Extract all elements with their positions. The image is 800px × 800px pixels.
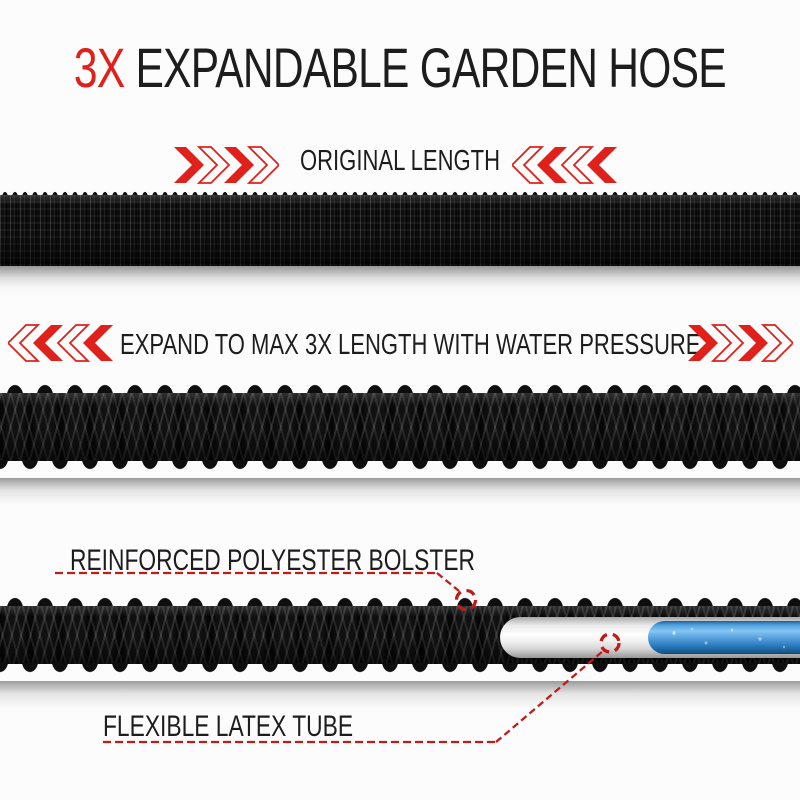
page-title: 3X EXPANDABLE GARDEN HOSE	[0, 40, 800, 96]
expanded-hose-bottom-edge	[0, 460, 800, 479]
bolster-callout-label: REINFORCED POLYESTER BOLSTER	[70, 544, 475, 577]
original-length-label: ORIGINAL LENGTH	[300, 145, 501, 177]
compressed-hose-shadow	[0, 266, 800, 298]
chevron-left-icon	[8, 324, 115, 362]
inner-blue-tube	[648, 621, 800, 654]
expanded-hose-top-edge	[0, 375, 800, 394]
compressed-hose-image	[0, 195, 800, 266]
cutaway-hose-top-edge	[0, 588, 800, 607]
expanded-hose-shadow	[0, 478, 800, 505]
chevron-left-icon	[512, 146, 619, 184]
page-title-text: 3X EXPANDABLE GARDEN HOSE	[74, 40, 727, 96]
compressed-hose-top-edge	[0, 185, 800, 196]
title-highlight: 3X	[74, 36, 125, 99]
chevron-right-icon	[172, 146, 279, 184]
expanded-hose-image	[0, 393, 800, 461]
chevron-right-icon	[686, 324, 793, 362]
cutaway-hose-shadow	[0, 681, 800, 709]
cutaway-hose-bottom-edge	[0, 663, 800, 682]
latex-callout-label: FLEXIBLE LATEX TUBE	[103, 710, 354, 743]
expand-caption-label: EXPAND TO MAX 3X LENGTH WITH WATER PRESS…	[120, 329, 701, 361]
title-rest: EXPANDABLE GARDEN HOSE	[124, 36, 727, 99]
